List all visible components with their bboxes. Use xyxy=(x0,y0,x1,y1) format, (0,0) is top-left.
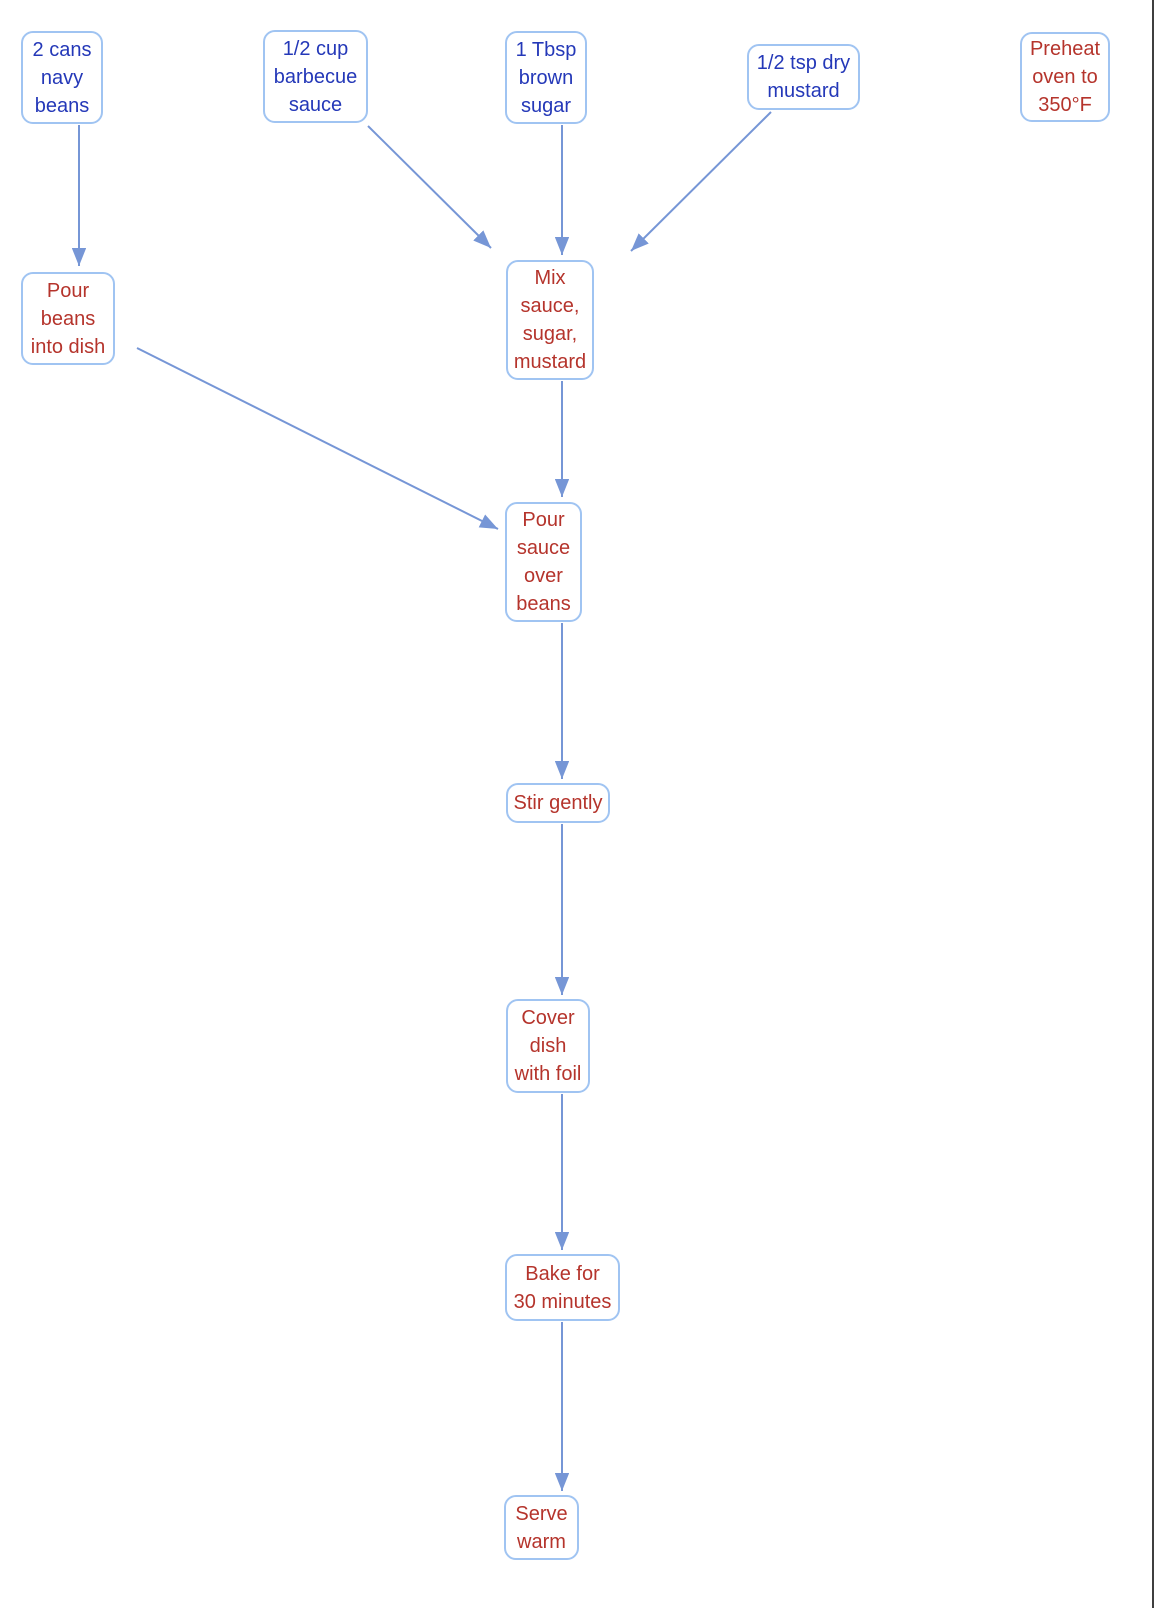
node-stir-gently: Stir gently xyxy=(506,783,610,823)
node-dry-mustard: 1/2 tsp dry mustard xyxy=(747,44,860,110)
node-barbecue-sauce: 1/2 cup barbecue sauce xyxy=(263,30,368,123)
node-bake: Bake for 30 minutes xyxy=(505,1254,620,1321)
node-serve-warm: Serve warm xyxy=(504,1495,579,1560)
node-pour-sauce: Pour sauce over beans xyxy=(505,502,582,622)
edge-barbecue-sauce-to-mix-sauce xyxy=(367,125,492,249)
canvas-right-border xyxy=(1152,0,1154,1608)
node-preheat-oven: Preheat oven to 350°F xyxy=(1020,32,1110,122)
node-brown-sugar: 1 Tbsp brown sugar xyxy=(505,31,587,124)
edge-dry-mustard-to-mix-sauce xyxy=(630,111,772,252)
node-cover-dish: Cover dish with foil xyxy=(506,999,590,1093)
node-mix-sauce: Mix sauce, sugar, mustard xyxy=(506,260,594,380)
node-navy-beans: 2 cans navy beans xyxy=(21,31,103,124)
edge-pour-beans-to-pour-sauce xyxy=(136,347,499,530)
node-pour-beans: Pour beans into dish xyxy=(21,272,115,365)
